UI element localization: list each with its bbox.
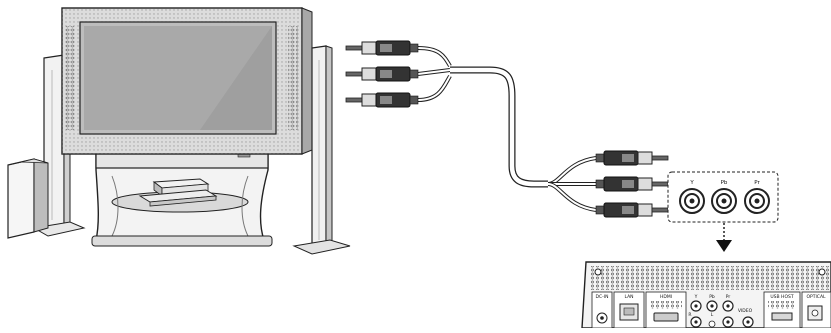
jack-pr [744, 188, 770, 214]
port-label-hdmi: HDMI [660, 294, 672, 300]
dvd-player [138, 178, 218, 207]
port-label-dc-in: DC-IN [596, 294, 609, 300]
jack-y [679, 188, 705, 214]
flat-panel-tv [61, 7, 313, 155]
port-label-video: VIDEO [738, 308, 753, 314]
media-player-rear-panel: DC-IN LAN HDMI Y Pb Pr R L VIDEO [581, 261, 831, 329]
jack-pb [711, 188, 737, 214]
component-jacks-callout: Y Pb Pr [667, 171, 779, 223]
right-floor-speaker [292, 45, 351, 255]
rca-plugs-tv-end [345, 40, 419, 108]
port-label-lan: LAN [624, 294, 633, 300]
panel-label-pb: Pb [709, 294, 715, 300]
panel-label-pr: Pr [726, 294, 731, 300]
jack-label-pr: Pr [754, 180, 760, 186]
port-label-usb-host: USB HOST [770, 294, 793, 300]
component-video-cable [417, 46, 597, 212]
jack-label-pb: Pb [721, 180, 728, 186]
port-label-optical: OPTICAL [806, 294, 826, 300]
rca-plugs-player-end [595, 150, 669, 218]
subwoofer [7, 158, 49, 239]
jack-label-y: Y [689, 180, 694, 186]
arrow-down-icon [716, 223, 732, 252]
port-label-audio-l: L [711, 312, 714, 318]
port-label-audio-r: R [688, 312, 691, 318]
panel-label-y: Y [694, 294, 698, 300]
